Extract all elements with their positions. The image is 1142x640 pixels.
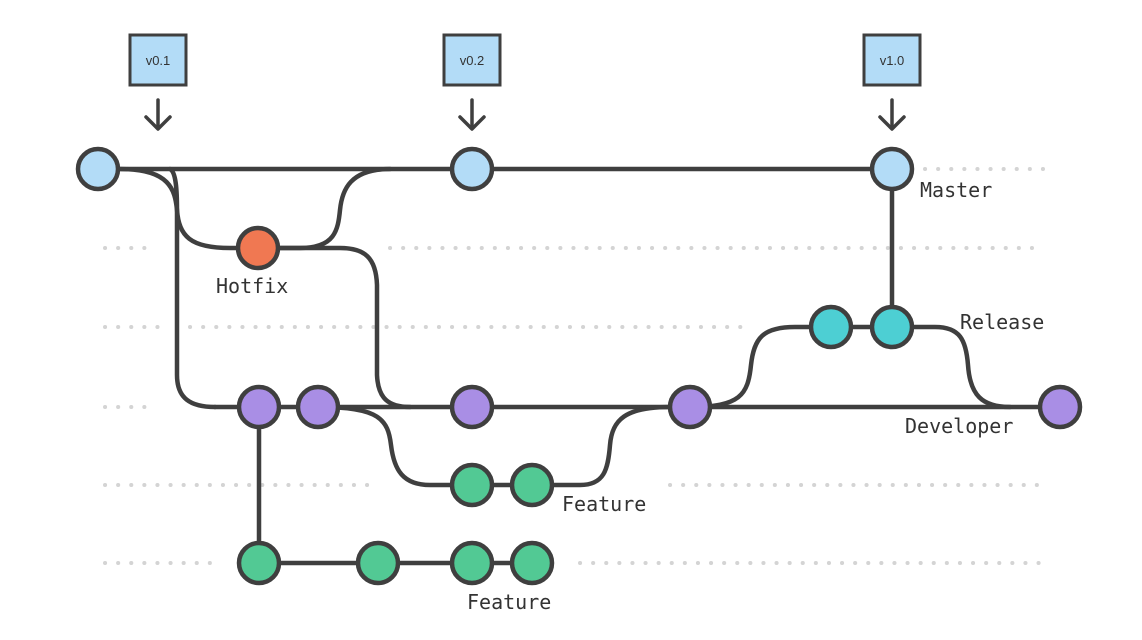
feature1-edge — [317, 404, 673, 488]
version-tags: v0.1 v0.2 v1.0 — [128, 33, 922, 131]
commit-developer — [236, 384, 282, 430]
develop-branch-out — [167, 166, 218, 410]
arrow-down-icon — [878, 98, 906, 131]
commit-master — [75, 146, 121, 192]
commit-developer — [667, 384, 713, 430]
branch-label-developer: Developer — [905, 414, 1013, 438]
tag-label: v0.2 — [460, 53, 485, 68]
commit-feature — [449, 462, 495, 508]
branch-label-feature: Feature — [467, 590, 551, 614]
commit-feature — [236, 540, 282, 586]
branch-label-master: Master — [920, 178, 992, 202]
tag-v0-2: v0.2 — [442, 33, 502, 131]
tag-v1-0: v1.0 — [862, 33, 922, 131]
tag-box — [128, 33, 188, 87]
commit-developer — [295, 384, 341, 430]
branch-label-feature: Feature — [562, 492, 646, 516]
branch-label-hotfix: Hotfix — [216, 274, 288, 298]
commit-master — [869, 146, 915, 192]
commit-release — [808, 304, 854, 350]
commits — [75, 146, 1083, 586]
arrow-down-icon — [458, 98, 486, 131]
tag-label: v1.0 — [880, 53, 905, 68]
tag-box — [442, 33, 502, 87]
branch-label-release: Release — [960, 310, 1044, 334]
commit-master — [449, 146, 495, 192]
commit-feature — [509, 540, 555, 586]
tag-v0-1: v0.1 — [128, 33, 188, 131]
branch-edges — [95, 166, 1063, 566]
release-edge — [687, 324, 1013, 410]
arrow-down-icon — [144, 98, 172, 131]
branch-labels: Master Hotfix Release Developer Feature … — [216, 178, 1044, 614]
hotfix-branch-out — [117, 166, 393, 251]
hotfix-merge-develop — [277, 245, 413, 410]
commit-release — [869, 304, 915, 350]
tag-box — [862, 33, 922, 87]
commit-hotfix — [235, 225, 281, 271]
commit-feature — [355, 540, 401, 586]
commit-developer — [449, 384, 495, 430]
tag-label: v0.1 — [146, 53, 171, 68]
commit-feature — [449, 540, 495, 586]
commit-developer — [1037, 384, 1083, 430]
commit-feature — [509, 462, 555, 508]
